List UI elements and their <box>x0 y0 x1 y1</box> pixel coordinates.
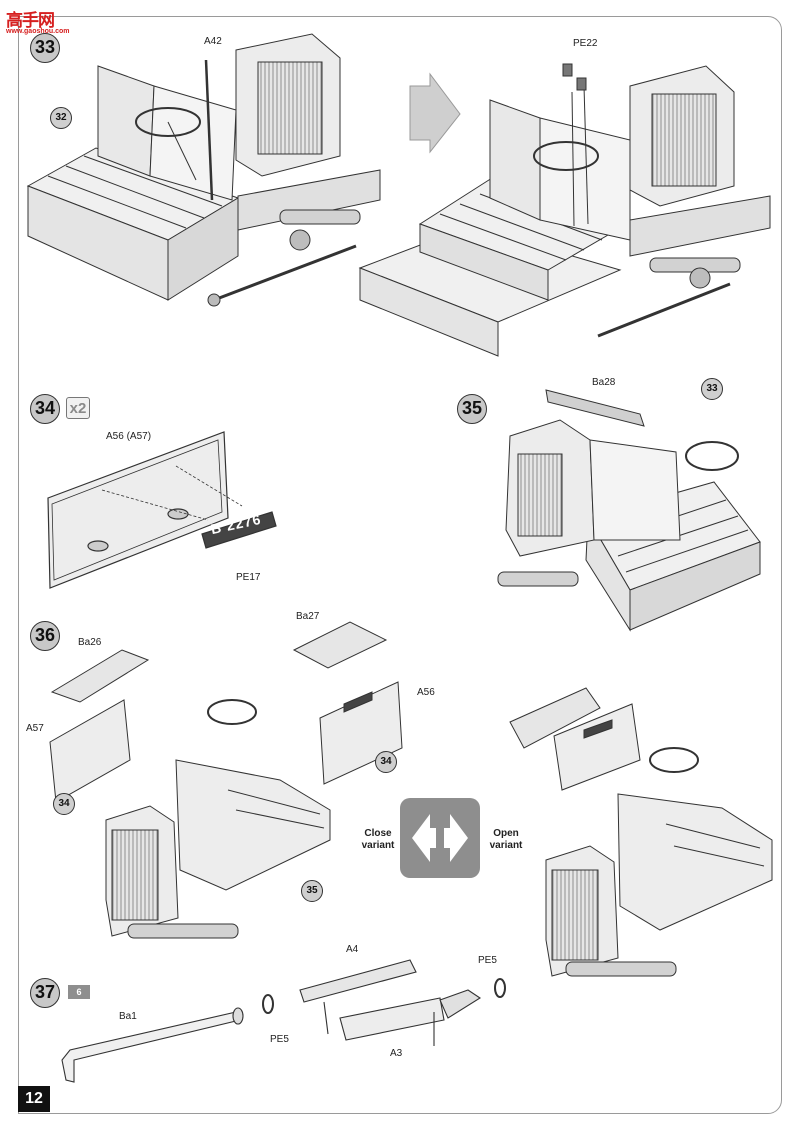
step33-right-assembly <box>358 63 771 357</box>
part-label-a42: A42 <box>204 36 222 47</box>
open-variant-label: Open variant <box>489 828 523 851</box>
part-label-a57: A57 <box>26 723 44 734</box>
ref-step-35: 35 <box>301 880 323 902</box>
part-label-a56: A56 <box>417 687 435 698</box>
step-37-badge: 37 <box>30 978 60 1008</box>
ref-step-33: 33 <box>701 378 723 400</box>
watermark-logo: 高手网 www.gaoshou.com <box>6 6 72 40</box>
logo-text: 高手网 <box>6 11 55 31</box>
logo-url: www.gaoshou.com <box>6 28 70 35</box>
part-label-pe17: PE17 <box>236 572 261 583</box>
step33-left-assembly <box>26 33 381 307</box>
part-label-ba27: Ba27 <box>296 611 320 622</box>
part-label-ba26: Ba26 <box>78 637 102 648</box>
step36-open-variant <box>509 687 773 977</box>
step-34-badge: 34 <box>30 394 60 424</box>
step-33-badge: 33 <box>30 33 60 63</box>
part-label-pe5-left: PE5 <box>270 1034 289 1045</box>
license-plate-decal: B 2276 <box>200 511 272 537</box>
step-36-badge: 36 <box>30 621 60 651</box>
ref-step-34-b: 34 <box>375 751 397 773</box>
part-label-a4: A4 <box>346 944 359 955</box>
page-number: 12 <box>18 1086 50 1112</box>
part-label-a56-a57: A56 (A57) <box>106 431 152 442</box>
quantity-multiplier-badge: x2 <box>66 397 90 419</box>
part-label-pe22: PE22 <box>573 38 598 49</box>
step35-assembly <box>497 389 761 632</box>
part-label-pe5-right: PE5 <box>478 955 497 966</box>
step36-close-variant <box>49 621 403 939</box>
part-label-ba1: Ba1 <box>119 1011 137 1022</box>
step-35-badge: 35 <box>457 394 487 424</box>
step37-exhaust <box>61 959 506 1083</box>
paint-reference-badge: 6 <box>68 985 90 999</box>
ref-step-34-a: 34 <box>53 793 75 815</box>
ref-step-32: 32 <box>50 107 72 129</box>
page-frame <box>18 16 782 1114</box>
part-label-ba28: Ba28 <box>592 377 616 388</box>
next-arrow-shape <box>409 72 461 154</box>
close-variant-label: Close variant <box>361 828 395 851</box>
step34-panel <box>47 431 277 589</box>
part-label-a3: A3 <box>390 1048 403 1059</box>
variant-switch-icon <box>400 798 480 878</box>
